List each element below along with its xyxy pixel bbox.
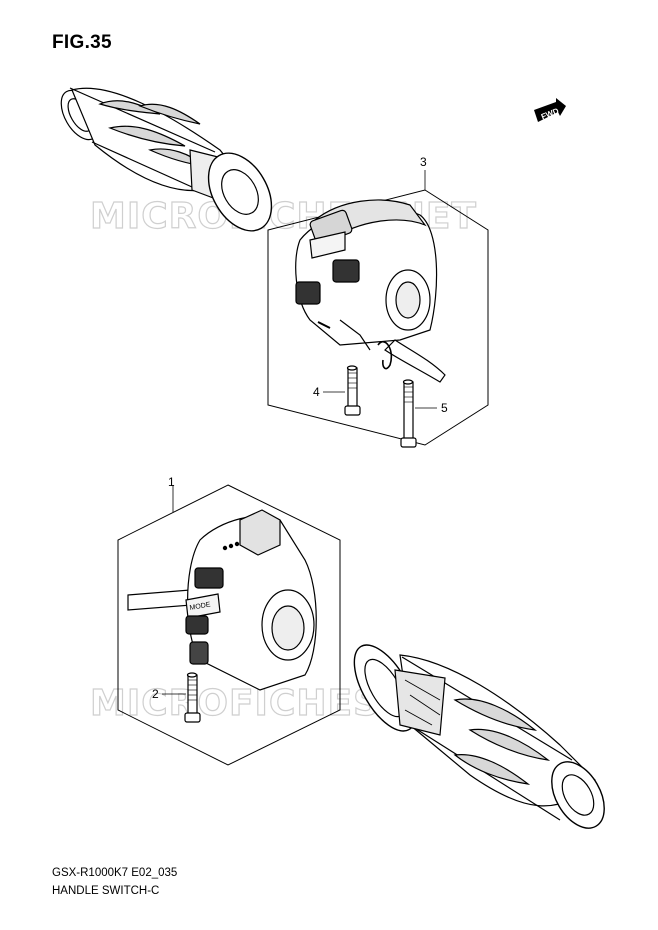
screw-part-2 [184, 672, 201, 723]
left-handlebar-switch: MODE [127, 509, 317, 691]
left-handlebar-grip [60, 87, 273, 232]
callout-frame-1 [117, 484, 341, 766]
figure-title: FIG.35 [52, 32, 112, 53]
right-handlebar-switch [295, 199, 446, 383]
diagram-caption: HANDLE SWITCH-C [52, 885, 160, 897]
callout-5: 5 [441, 401, 448, 415]
forward-arrow-icon: FWD [534, 98, 566, 122]
callout-4: 4 [313, 385, 320, 399]
callout-1: 1 [168, 475, 175, 489]
callout-2: 2 [152, 687, 159, 701]
right-handlebar-grip [353, 644, 605, 829]
callout-3: 3 [420, 155, 427, 169]
screw-part-5 [400, 379, 417, 448]
model-code: GSX-R1000K7 E02_035 [52, 867, 178, 879]
callout-frame-3 [267, 170, 489, 446]
screw-part-4 [344, 365, 361, 416]
mode-label: MODE [189, 601, 211, 612]
